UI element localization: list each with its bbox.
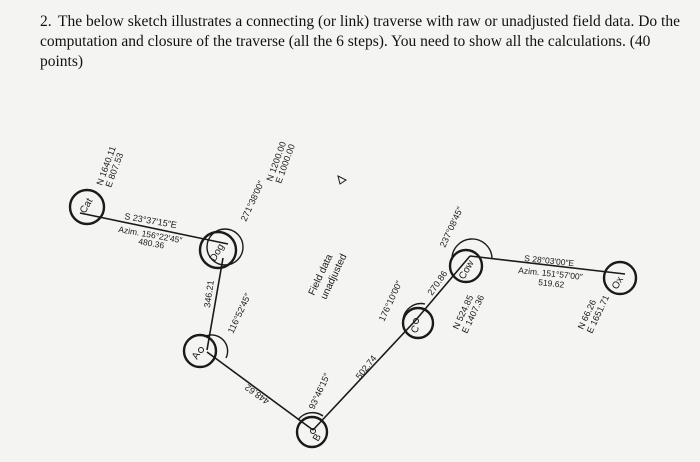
line-b-c — [312, 320, 416, 431]
a-angle-arc — [205, 334, 229, 359]
station-b: B — [311, 432, 324, 444]
station-cow-marker — [448, 248, 484, 284]
question-text: 2.The below sketch illustrates a connect… — [40, 12, 680, 72]
station-dog-marker — [198, 230, 238, 270]
angle-dog: 271°38′00″ — [239, 178, 267, 222]
question-body: The below sketch illustrates a connectin… — [40, 13, 680, 70]
dog-angle-arc — [206, 228, 244, 266]
station-ox-marker — [602, 260, 638, 296]
distance-dog-a: 346.21 — [202, 280, 216, 309]
station-cow: Cow — [457, 258, 477, 281]
angle-a: 116°52′45″ — [226, 291, 254, 335]
station-a: A — [190, 350, 203, 362]
distance-a-b: 448.62 — [243, 382, 271, 406]
station-a-marker — [182, 333, 218, 369]
line-a-b — [206, 351, 314, 431]
station-cat-marker — [68, 188, 106, 226]
c-angle-arc — [402, 302, 426, 323]
angle-b: 93°46′15″ — [307, 371, 333, 411]
station-cat: Cat — [78, 196, 95, 215]
distance-b-c: 502.74 — [354, 353, 379, 381]
question-number: 2. — [40, 13, 52, 30]
cow-ox-distance: 519.62 — [538, 277, 565, 290]
cat-dog-distance: 480.36 — [138, 236, 166, 250]
station-dog: Dog — [208, 242, 227, 263]
station-ox: Ox — [610, 275, 626, 292]
station-b-marker — [295, 415, 329, 449]
station-c: C — [409, 324, 422, 336]
line-cow-ox — [469, 255, 626, 275]
distance-c-cow: 270.86 — [425, 269, 449, 297]
angle-c: 176°10′00″ — [377, 278, 405, 322]
b-angle-arc — [297, 411, 324, 421]
station-c-marker — [401, 306, 435, 340]
cursor-icon — [337, 175, 347, 185]
cow-angle-arc — [451, 238, 493, 261]
